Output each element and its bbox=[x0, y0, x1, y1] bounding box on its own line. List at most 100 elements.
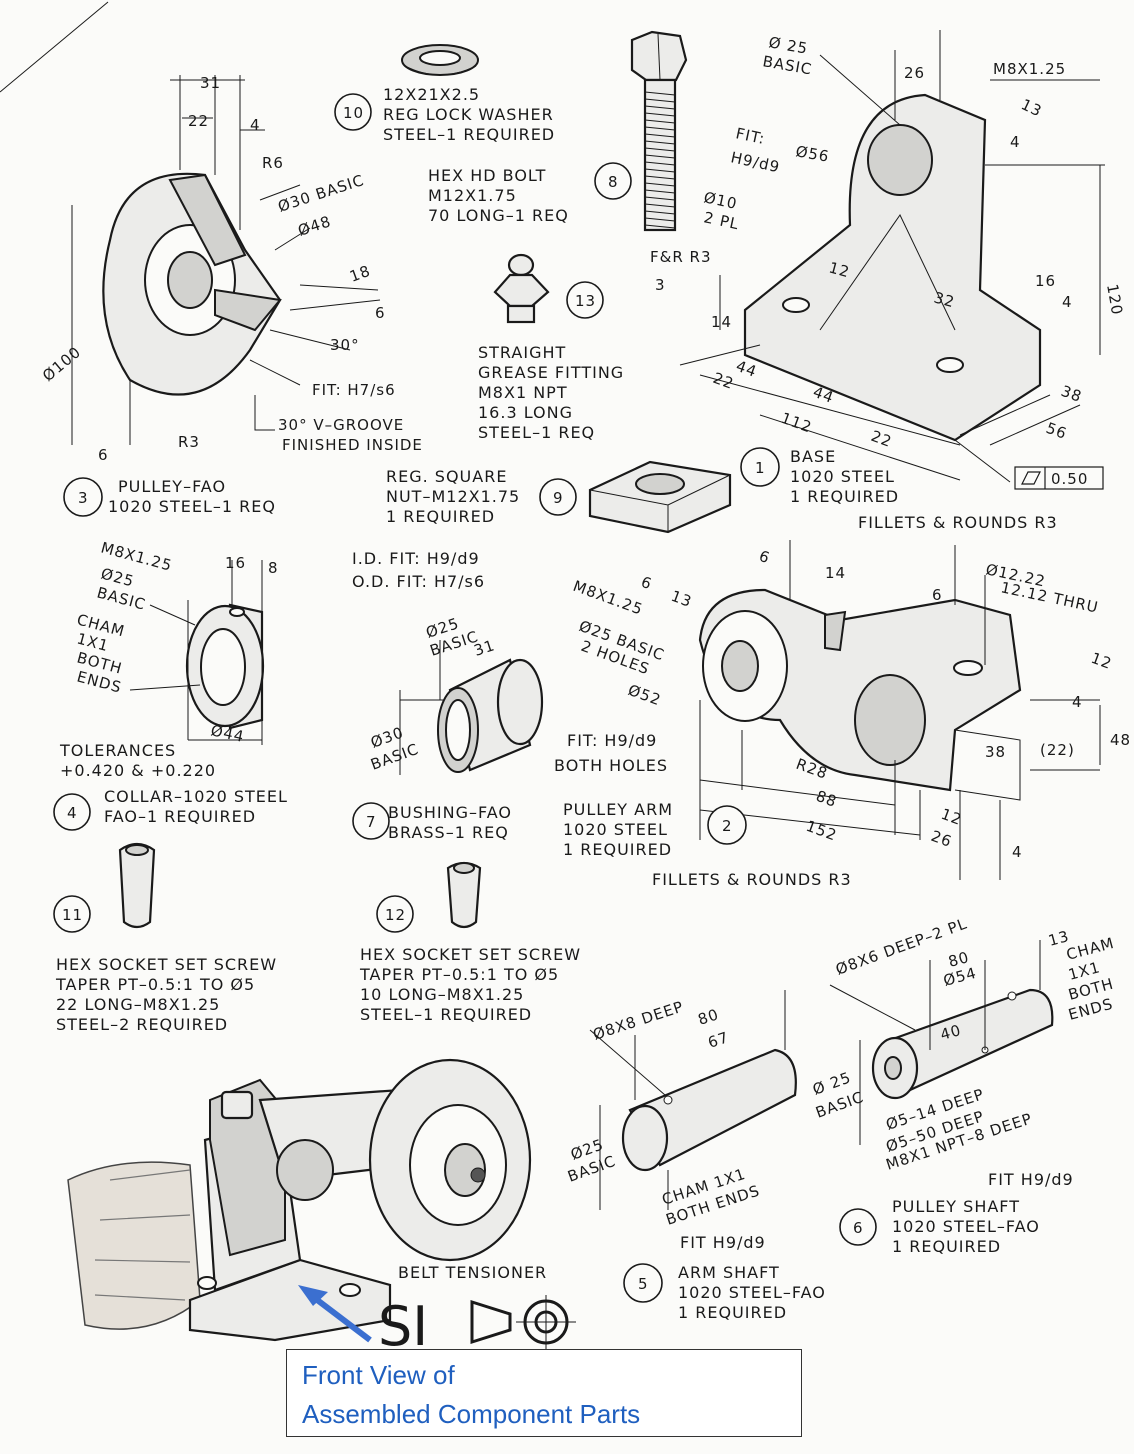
base-hole-left bbox=[782, 297, 810, 313]
collar-tolerance-values: +0.420 & +0.220 bbox=[60, 761, 216, 780]
part-5-qty: 1 REQUIRED bbox=[678, 1303, 787, 1322]
dim-arm-88: 88 bbox=[814, 787, 840, 811]
belt-tensioner-assembly: BELT TENSIONER SI bbox=[67, 1058, 576, 1358]
bolt-thread-line bbox=[644, 161, 676, 166]
dim-base-22b: 22 bbox=[869, 427, 895, 451]
dim-base-12: 12 bbox=[827, 258, 852, 281]
part-6-name: PULLEY SHAFT bbox=[892, 1197, 1020, 1216]
part-6-qty: 1 REQUIRED bbox=[892, 1237, 1001, 1256]
hex-bolt-drawing bbox=[630, 30, 688, 232]
bolt-thread-line bbox=[644, 217, 676, 222]
dim-arm-4b: 4 bbox=[1012, 843, 1023, 861]
part-11-taper: TAPER PT–0.5:1 TO Ø5 bbox=[55, 975, 255, 994]
part-9-label: 9 REG. SQUARE NUT–M12X1.75 1 REQUIRED bbox=[386, 467, 577, 526]
caption-arrow-head bbox=[298, 1285, 328, 1306]
part-8-name: HEX HD BOLT bbox=[428, 166, 546, 185]
part-9-name1: REG. SQUARE bbox=[386, 467, 507, 486]
dim-pulley-fit: FIT: H7/s6 bbox=[312, 381, 396, 399]
caption-box: Front View of Assembled Component Parts bbox=[286, 1349, 802, 1437]
assembly-clamp bbox=[209, 1078, 286, 1257]
pulley-drawing: 31 22 4 R6 Ø30 BASIC Ø48 18 6 30° Ø100 F… bbox=[39, 74, 422, 464]
dim-pulley-4: 4 bbox=[250, 116, 261, 134]
dim-armshaft-80: 80 bbox=[696, 1005, 722, 1029]
collar-drawing: M8X1.25 Ø25 BASIC 16 8 CHAM 1X1 BOTH END… bbox=[75, 538, 278, 745]
flatness-icon bbox=[1021, 471, 1041, 485]
part-13-number: 13 bbox=[575, 292, 596, 310]
arm-fit-note1: FIT: H9/d9 bbox=[567, 731, 657, 750]
bolt-thread-line bbox=[644, 175, 676, 180]
dim-bushing-31: 31 bbox=[472, 636, 498, 660]
shaft-fit-note: FIT H9/d9 bbox=[988, 1170, 1074, 1189]
dim-collar-basic: BASIC bbox=[95, 583, 148, 613]
part-7-label: 7 BUSHING–FAO BRASS–1 REQ bbox=[352, 802, 512, 842]
part-1-label: 1 BASE 1020 STEEL 1 REQUIRED FILLETS & R… bbox=[740, 447, 1057, 532]
bolt-thread-line bbox=[644, 224, 676, 229]
bolt-thread-line bbox=[644, 112, 676, 117]
bolt-thread-line bbox=[644, 126, 676, 131]
dim-pulley-30basic: Ø30 BASIC bbox=[276, 171, 367, 216]
part-12-number: 12 bbox=[385, 906, 406, 924]
dim-base-fit1: FIT: bbox=[734, 124, 767, 148]
part-5-name: ARM SHAFT bbox=[678, 1263, 780, 1282]
bolt-thread-line bbox=[644, 210, 676, 215]
dim-arm-12: 12 bbox=[1089, 649, 1115, 673]
projection-cone-icon bbox=[470, 1299, 512, 1345]
set-screw-long-drawing bbox=[118, 842, 156, 929]
part-2-label: 2 PULLEY ARM 1020 STEEL 1 REQUIRED FILLE… bbox=[563, 800, 851, 889]
dim-base-14: 14 bbox=[711, 313, 732, 331]
hand-illustration bbox=[67, 1161, 201, 1330]
arm-fit-note2: BOTH HOLES bbox=[554, 756, 668, 775]
part-12-material: STEEL–1 REQUIRED bbox=[360, 1005, 532, 1024]
dim-arm-12b: 12 bbox=[939, 805, 965, 829]
bolt-thread-line bbox=[644, 133, 676, 138]
dim-pulley-6: 6 bbox=[375, 304, 386, 322]
dim-pulley-22: 22 bbox=[188, 112, 209, 130]
part-5-number: 5 bbox=[638, 1275, 649, 1293]
part-10-number: 10 bbox=[343, 104, 364, 122]
part-7-material: BRASS–1 REQ bbox=[388, 823, 509, 842]
part-11-number: 11 bbox=[62, 906, 83, 924]
dim-arm-6c: 6 bbox=[932, 586, 943, 604]
base-hole-right bbox=[936, 357, 964, 373]
part-3-label: 3 PULLEY–FAO 1020 STEEL–1 REQ bbox=[63, 477, 276, 517]
bushing-od-fit: O.D. FIT: H7/s6 bbox=[352, 572, 485, 591]
dim-base-22: 22 bbox=[711, 369, 737, 393]
dim-arm-thru2: 12.12 THRU bbox=[999, 578, 1100, 616]
bolt-thread-line bbox=[644, 168, 676, 173]
part-8-length: 70 LONG–1 REQ bbox=[428, 206, 569, 225]
part-7-name: BUSHING–FAO bbox=[388, 803, 512, 822]
dim-base-m8: M8X1.25 bbox=[993, 60, 1066, 78]
dim-base-3: 3 bbox=[655, 276, 666, 294]
dim-base-fit2: H9/d9 bbox=[729, 148, 782, 176]
assembly-arm-bore bbox=[276, 1139, 334, 1201]
bolt-thread-line bbox=[644, 196, 676, 201]
lock-washer-drawing bbox=[401, 44, 479, 76]
square-nut-drawing bbox=[588, 460, 732, 534]
dim-base-4: 4 bbox=[1010, 133, 1021, 151]
dim-arm-22: (22) bbox=[1040, 741, 1075, 759]
dim-arm-152: 152 bbox=[804, 817, 840, 845]
part-13-material: STEEL–1 REQ bbox=[478, 423, 595, 442]
dim-shaft-54: Ø54 bbox=[941, 964, 978, 990]
part-10-material: STEEL–1 REQUIRED bbox=[383, 125, 555, 144]
part-9-qty: 1 REQUIRED bbox=[386, 507, 495, 526]
pulley-arm-bore-1 bbox=[721, 640, 759, 692]
pulley-arm-drawing: 6 6 13 14 6 Ø12.22 12.12 THRU M8X1.25 Ø2… bbox=[554, 540, 1130, 880]
part-12-taper: TAPER PT–0.5:1 TO Ø5 bbox=[359, 965, 559, 984]
part-8-label: 8 HEX HD BOLT M12X1.75 70 LONG–1 REQ bbox=[428, 162, 632, 225]
dim-base-fr: F&R R3 bbox=[650, 248, 711, 266]
si-symbol: SI bbox=[378, 1295, 428, 1358]
dim-base-32: 32 bbox=[932, 288, 957, 311]
bolt-thread-line bbox=[644, 98, 676, 103]
pulley-bore bbox=[167, 251, 213, 309]
part-4-label: TOLERANCES +0.420 & +0.220 4 COLLAR–1020… bbox=[53, 741, 287, 831]
dim-collar-16: 16 bbox=[225, 554, 246, 572]
dim-pulley-groove1: 30° V–GROOVE bbox=[278, 416, 404, 434]
armshaft-fit-note: FIT H9/d9 bbox=[680, 1233, 766, 1252]
part-3-number: 3 bbox=[78, 489, 89, 507]
part-2-qty: 1 REQUIRED bbox=[563, 840, 672, 859]
pulley-shaft-drawing: Ø8X6 DEEP–2 PL 80 Ø54 13 CHAM 1X1 BOTH E… bbox=[810, 914, 1116, 1189]
part-3-material: 1020 STEEL–1 REQ bbox=[108, 497, 276, 516]
dim-pulley-r3: R3 bbox=[178, 433, 200, 451]
